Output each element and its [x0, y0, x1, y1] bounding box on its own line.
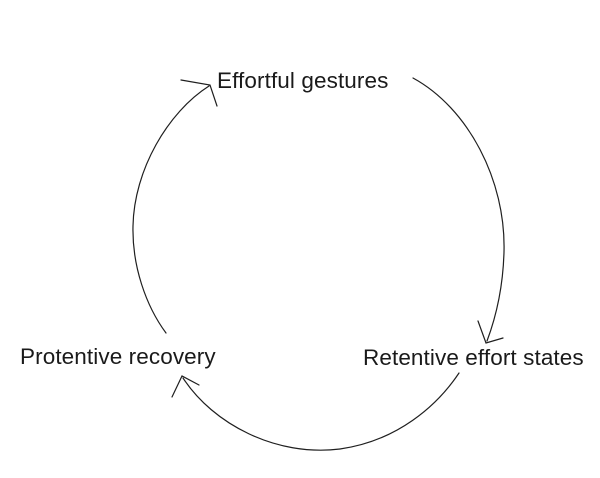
edge-retentive-to-protentive: [182, 372, 460, 451]
node-label-retentive-effort-states: Retentive effort states: [363, 345, 584, 370]
arrowhead-to-effortful-icon: [180, 79, 218, 107]
node-label-protentive-recovery: Protentive recovery: [20, 344, 216, 369]
edge-effortful-to-retentive: [412, 77, 505, 342]
arrowhead-to-retentive-icon: [477, 320, 504, 344]
node-label-effortful-gestures: Effortful gestures: [217, 68, 388, 93]
arrowhead-to-protentive-icon: [171, 375, 200, 398]
edge-protentive-to-effortful: [132, 85, 210, 334]
